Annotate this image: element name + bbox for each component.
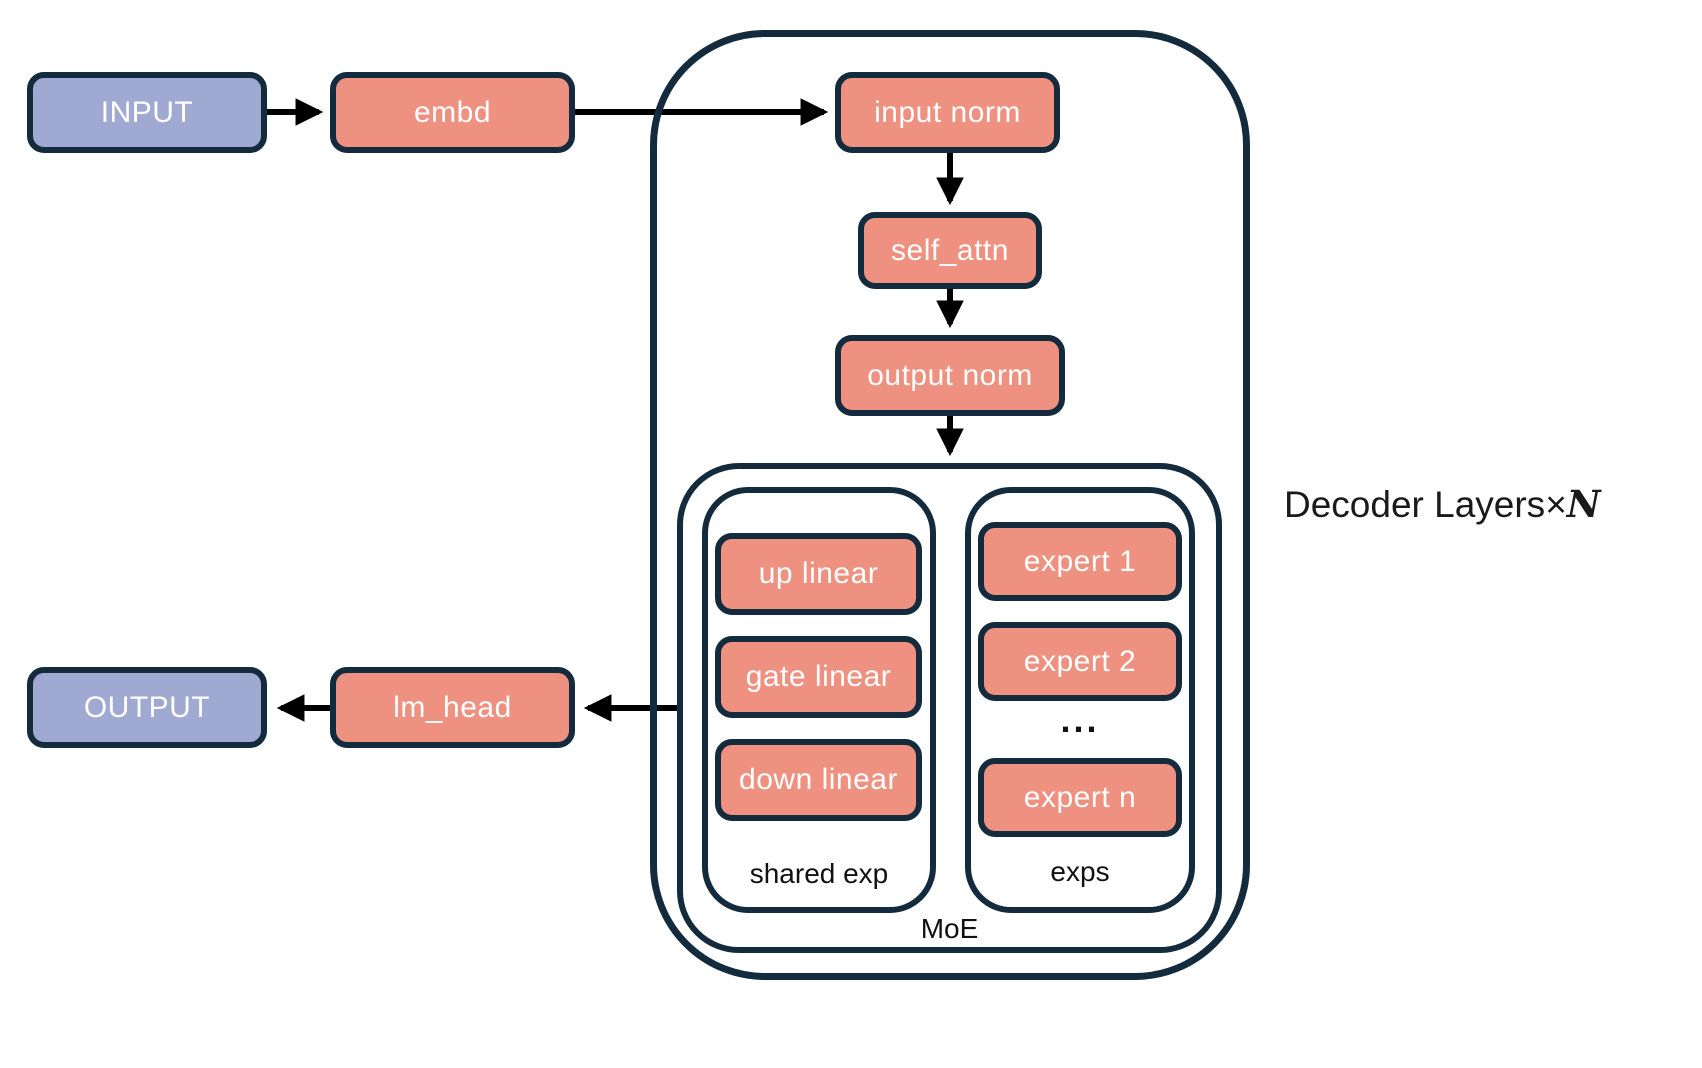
output-norm-block: output norm [835,335,1065,416]
down-linear-block: down linear [715,739,922,821]
embd-block-label: embd [413,95,492,129]
moe-caption: MoE [920,913,979,944]
decoder-layers-title: Decoder Layers×N [1284,482,1601,526]
output-block: OUTPUT [27,667,267,748]
shared-exp-caption: shared exp [749,858,889,889]
decoder-layers-container [650,30,1250,980]
moe-container [677,463,1222,953]
expert-n-label: expert n [1023,780,1137,814]
input-block: INPUT [27,72,267,153]
output-block-label: OUTPUT [83,690,211,724]
self-attn-label: self_attn [891,233,1009,267]
input-block-label: INPUT [100,95,194,129]
lm-head-block: lm_head [330,667,575,748]
decoder-layers-title-n: N [1566,482,1601,526]
input-norm-label: input norm [874,95,1021,129]
down-linear-label: down linear [739,763,898,796]
up-linear-label: up linear [758,557,879,590]
decoder-layers-title-text: Decoder Layers [1284,484,1546,525]
experts-ellipsis: ... [1060,699,1100,740]
shared-exp-container [702,487,936,913]
lm-head-block-label: lm_head [393,690,512,724]
exps-container [965,487,1195,913]
self-attn-block: self_attn [858,212,1042,289]
gate-linear-label: gate linear [745,660,892,693]
expert-2-label: expert 2 [1023,644,1137,678]
up-linear-block: up linear [715,533,922,615]
expert-1-label: expert 1 [1023,544,1137,578]
expert-n-block: expert n [978,758,1182,837]
embd-block: embd [330,72,575,153]
decoder-layers-title-times: × [1545,484,1567,525]
exps-caption: exps [1050,856,1110,887]
gate-linear-block: gate linear [715,636,922,718]
output-norm-label: output norm [867,358,1033,392]
input-norm-block: input norm [835,72,1060,153]
expert-1-block: expert 1 [978,522,1182,601]
expert-2-block: expert 2 [978,622,1182,701]
